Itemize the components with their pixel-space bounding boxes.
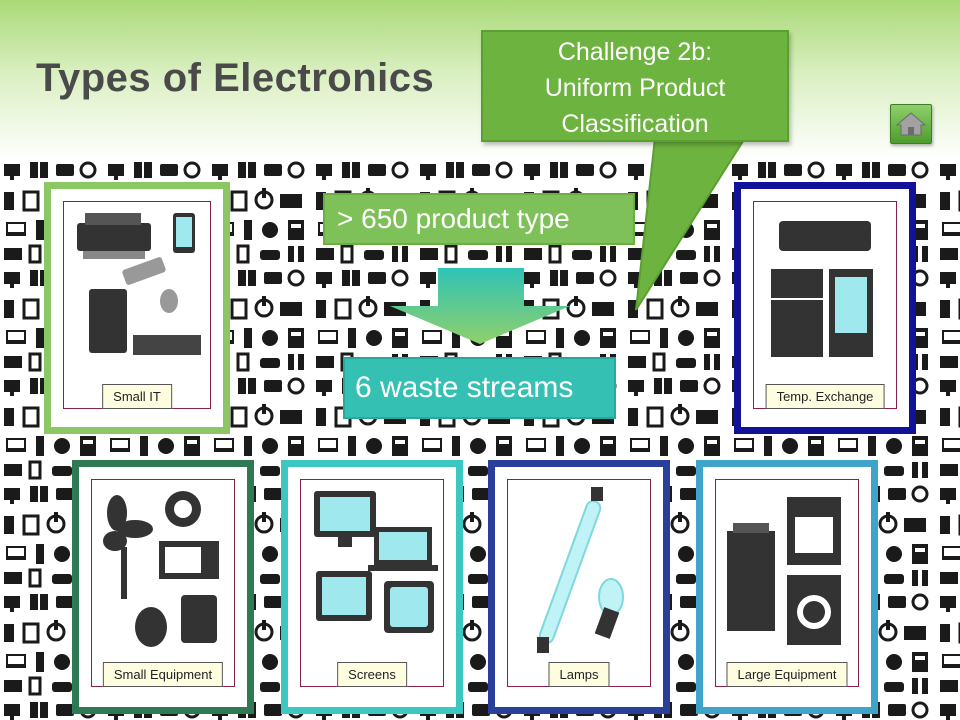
card-label-small-it: Small IT [102,384,172,409]
card-label-lamps: Lamps [548,662,610,687]
card-label-temp-exchange: Temp. Exchange [765,384,885,409]
card-lamps[interactable]: Lamps [488,460,670,714]
card-temp-exchange[interactable]: Temp. Exchange [734,182,916,434]
large-appliances-icon [727,497,841,645]
card-small-it[interactable]: Small IT [44,182,230,434]
fridge-icon [771,221,873,357]
card-label-large-equipment: Large Equipment [726,662,848,687]
screens-icon [314,491,438,633]
small-appliances-icon [103,491,219,647]
header-background [0,0,960,160]
callout-line-1: Challenge 2b: [557,38,713,66]
product-types-box: > 650 product type [323,193,635,245]
home-icon [895,112,927,136]
card-large-equipment[interactable]: Large Equipment [696,460,878,714]
page-title: Types of Electronics [36,56,435,100]
challenge-callout: Challenge 2b: Uniform Product Classifica… [481,30,789,142]
waste-streams-box: 6 waste streams [343,357,616,419]
card-small-equipment[interactable]: Small Equipment [72,460,254,714]
home-button[interactable] [890,104,932,144]
card-label-small-equipment: Small Equipment [102,662,224,687]
callout-line-2: Uniform Product [544,74,726,102]
callout-line-3: Classification [561,110,709,138]
card-label-screens: Screens [337,662,407,687]
lamp-icon [537,487,624,653]
card-screens[interactable]: Screens [281,460,463,714]
small-it-icon [77,213,201,355]
